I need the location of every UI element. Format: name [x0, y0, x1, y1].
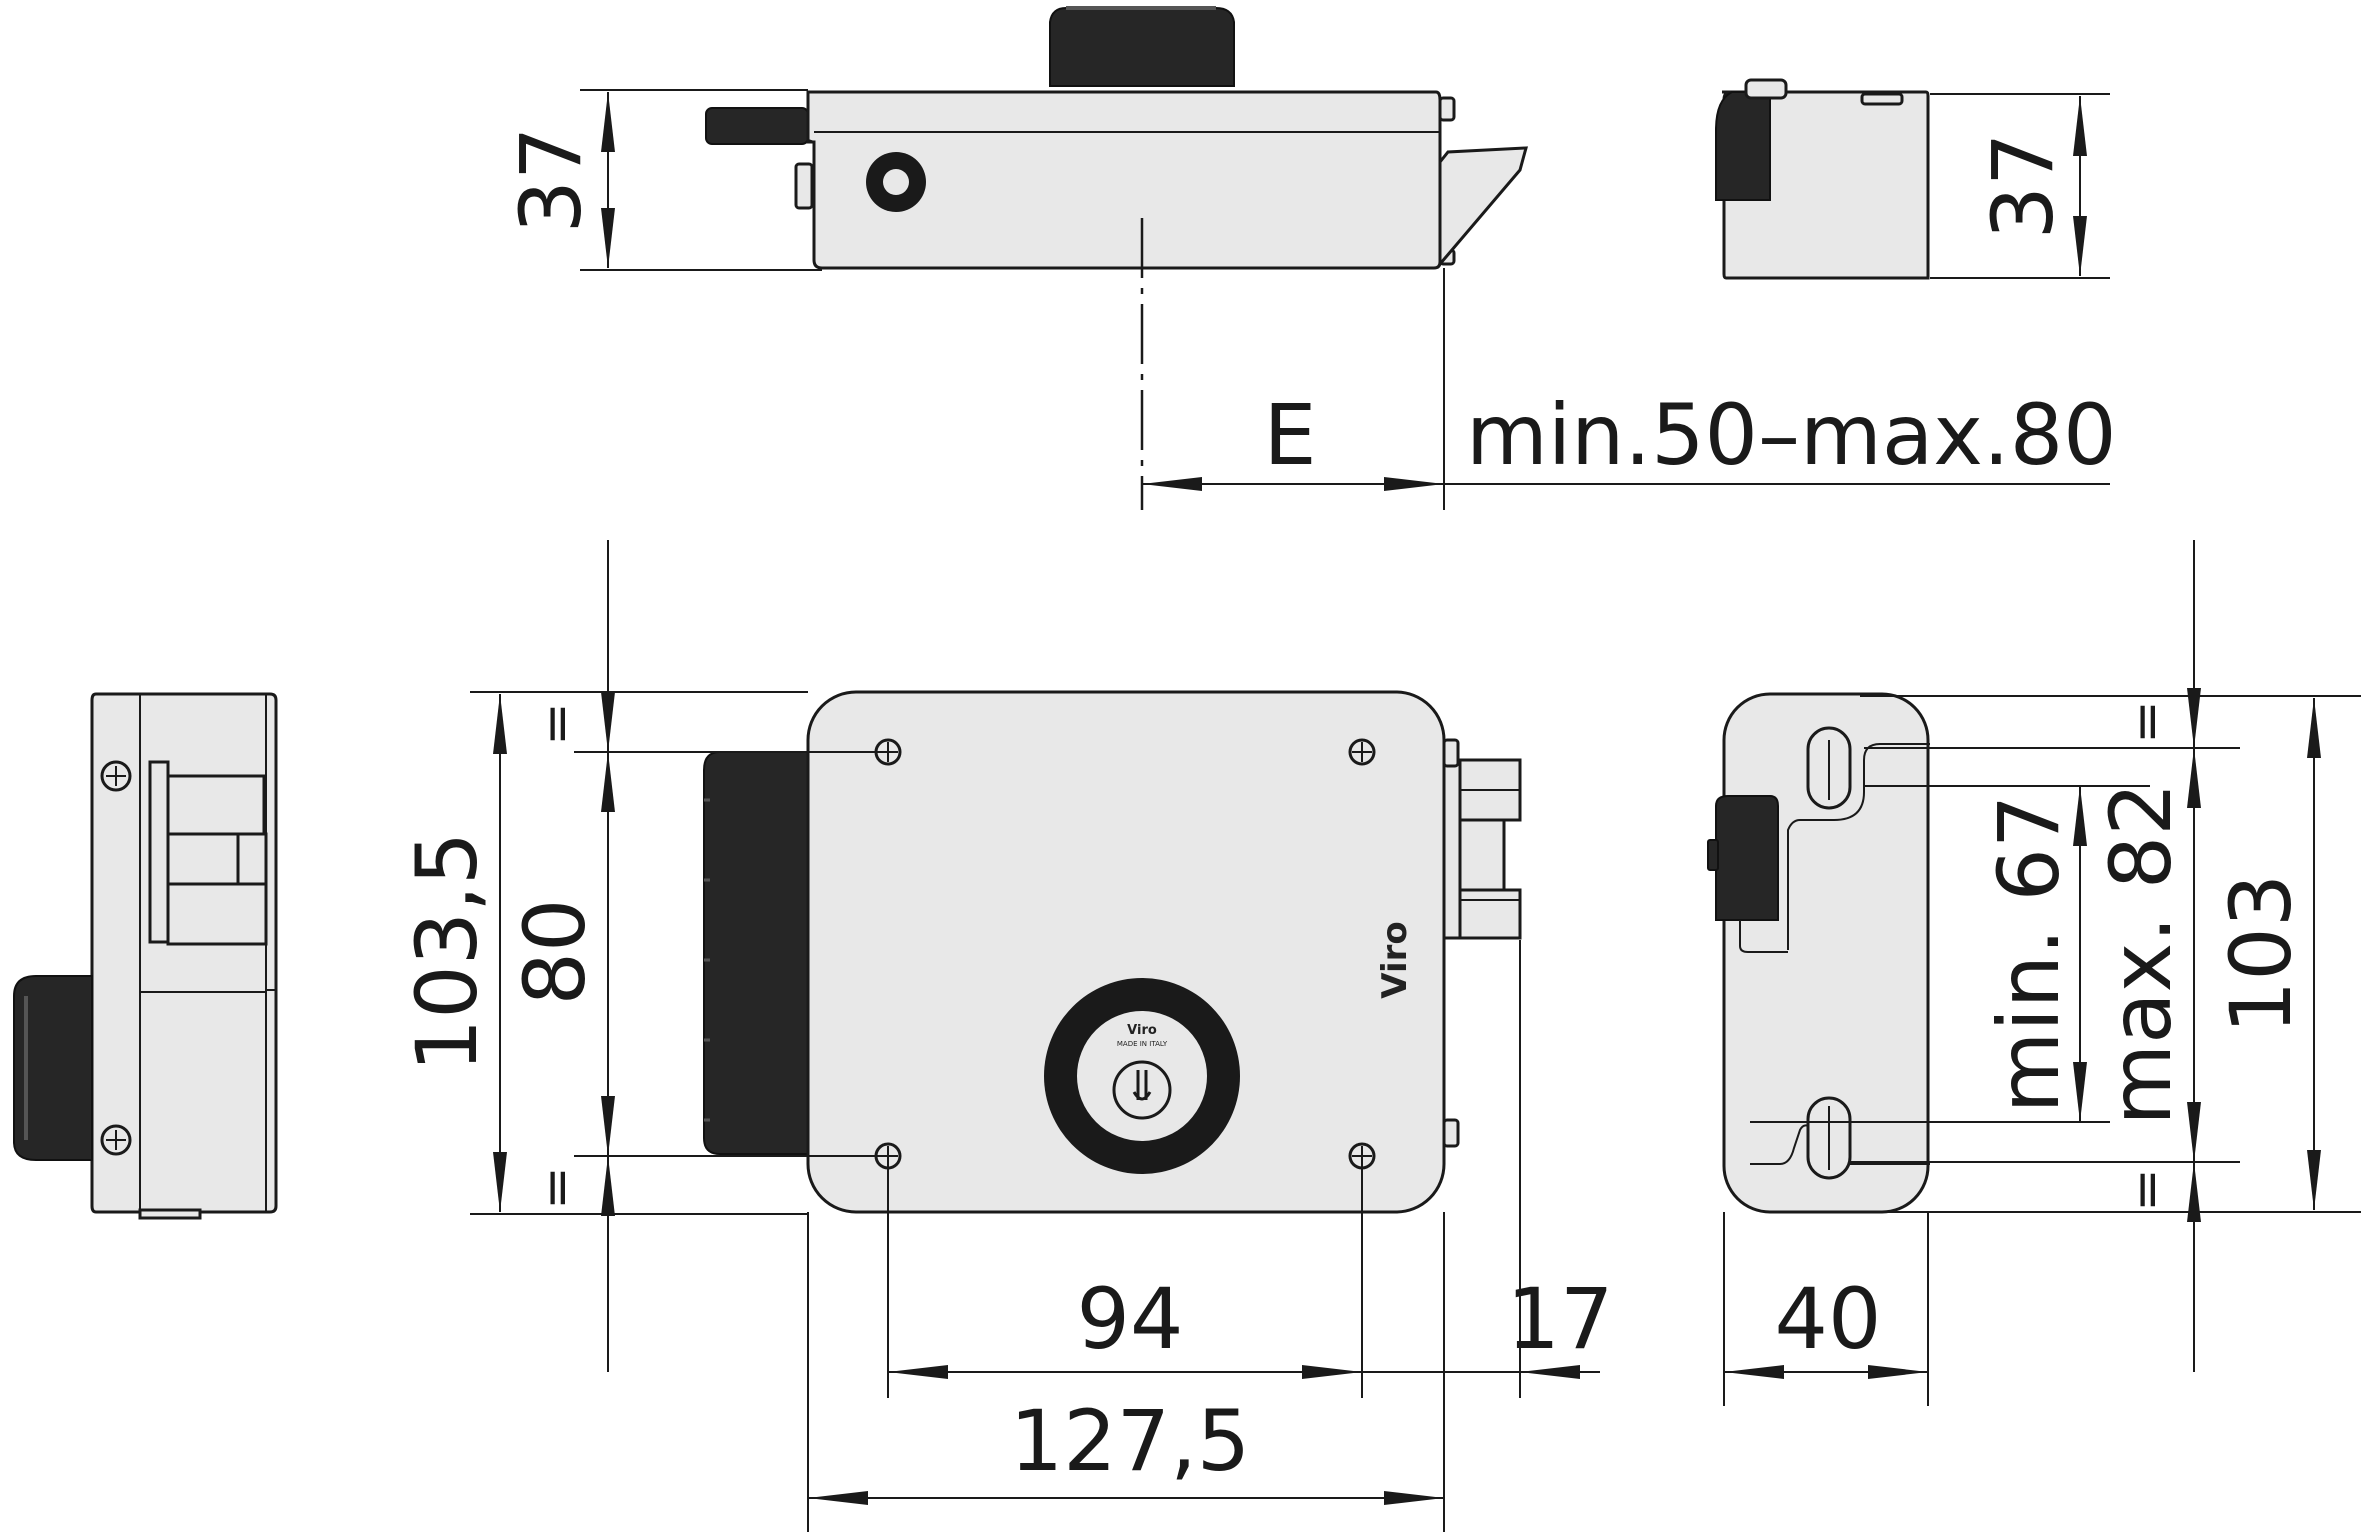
- equal-mark: =: [2117, 700, 2177, 744]
- dim-front-bolt-proj: 17: [1507, 1270, 1614, 1368]
- right-knob: [1715, 795, 1779, 921]
- screw-icon: [100, 760, 132, 792]
- top-view: 37 E min.50–max.80: [502, 6, 2117, 510]
- slot-bottom: [1806, 1096, 1852, 1180]
- dim-side-min: min. 67: [1980, 795, 2078, 1114]
- top-right-view: 37: [1715, 78, 2110, 280]
- equal-mark: =: [527, 1166, 587, 1210]
- slot-top: [1806, 726, 1852, 810]
- top-bolt: [1438, 146, 1528, 269]
- dim-side-depth: 40: [1775, 1270, 1882, 1368]
- top-case: [806, 90, 1442, 270]
- front-view: Viro Viro MADE IN ITALY 103,5 80 = =: [398, 540, 1613, 1532]
- key-cylinder-icon: Viro MADE IN ITALY: [1044, 978, 1240, 1174]
- dim-top-height: 37: [502, 127, 600, 234]
- dim-front-hole-spacing: 80: [506, 899, 604, 1006]
- dim-side-height: 103: [2212, 874, 2310, 1034]
- right-side-view: min. 67 max. 82 103 = = 40: [1707, 540, 2361, 1406]
- front-case: [806, 690, 1446, 1214]
- front-backplate: [703, 751, 809, 1155]
- cylinder-made-in: MADE IN ITALY: [1117, 1040, 1168, 1048]
- dim-top-right-height: 37: [1974, 133, 2072, 240]
- cylinder-brand: Viro: [1127, 1023, 1157, 1038]
- left-knob: [13, 975, 93, 1161]
- end-case: [1722, 90, 1930, 280]
- screw-icon: [1348, 1142, 1376, 1170]
- dim-side-max: max. 82: [2092, 782, 2190, 1125]
- equal-mark: =: [2117, 1168, 2177, 1212]
- dim-backset-range: min.50–max.80: [1466, 386, 2117, 484]
- screw-icon: [1348, 738, 1376, 766]
- dim-front-total-width: 127,5: [1010, 1392, 1250, 1490]
- front-bolt: [1442, 738, 1522, 1148]
- equal-mark: =: [527, 702, 587, 746]
- screw-icon: [100, 1124, 132, 1156]
- dim-front-total-height: 103,5: [398, 832, 496, 1072]
- top-knob: [1049, 7, 1235, 87]
- dim-backset-e: E: [1263, 386, 1316, 484]
- top-lever: [705, 107, 809, 145]
- dim-front-hole-width: 94: [1077, 1270, 1184, 1368]
- left-side-view: [13, 692, 278, 1220]
- brand-label: Viro: [1375, 921, 1415, 999]
